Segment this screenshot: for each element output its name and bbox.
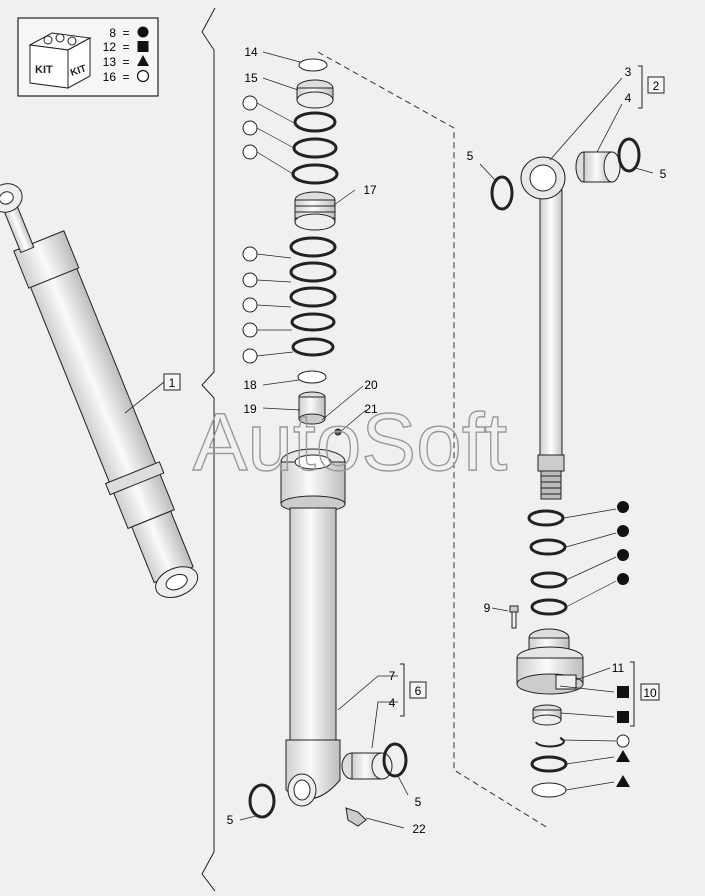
kit-label-left: KIT [35, 64, 53, 76]
callout-9: 9 [484, 601, 491, 615]
filled-circle-icon [617, 573, 629, 585]
kit13-filled-triangles [616, 750, 630, 787]
callout-1: 1 [169, 376, 176, 390]
cylinder-barrel [280, 428, 346, 807]
svg-text:=: = [122, 40, 129, 54]
callout-22: 22 [412, 822, 426, 836]
open-circle-icon [242, 322, 258, 338]
callout-18: 18 [243, 378, 257, 392]
legend-number-16: 16 [103, 70, 117, 84]
bottom-bushing [248, 742, 408, 827]
filled-triangle-icon [137, 55, 149, 66]
callout-3: 3 [625, 65, 632, 79]
open-circle-icon [242, 95, 258, 111]
svg-text:=: = [122, 26, 129, 40]
filled-circle-icon [617, 525, 629, 537]
callout-2: 2 [653, 79, 660, 93]
head-bushing [530, 704, 568, 798]
legend-number-13: 13 [103, 55, 117, 69]
bolt [509, 605, 519, 629]
kit-box-icon: KIT KIT [28, 32, 92, 89]
callout-10: 10 [643, 686, 657, 700]
callout-19: 19 [243, 402, 257, 416]
filled-square-icon [617, 686, 629, 698]
piston-rod [520, 156, 566, 500]
legend-number-8: 8 [109, 26, 116, 40]
svg-text:=: = [122, 70, 129, 84]
callout-15: 15 [244, 71, 258, 85]
filled-circle-icon [617, 501, 629, 513]
cylinder-head [516, 628, 584, 695]
callout-4-lower: 4 [389, 696, 396, 710]
callout-7: 7 [389, 669, 396, 683]
assembled-cylinder [0, 183, 199, 599]
head-seals [527, 509, 568, 616]
kit12-filled-squares [617, 686, 629, 723]
open-circle-icon [136, 69, 150, 83]
watermark: AutoSoft [193, 397, 508, 488]
open-circle-icon [242, 272, 258, 288]
kit16-open-circles [242, 95, 258, 364]
filled-triangle-icon [616, 750, 630, 762]
filled-square-icon [137, 41, 149, 52]
callout-5-top-left: 5 [467, 149, 474, 163]
callout-21: 21 [364, 402, 378, 416]
filled-square-icon [617, 711, 629, 723]
callout-6: 6 [415, 684, 422, 698]
open-circle-icon [242, 120, 258, 136]
open-circle-icon [242, 144, 258, 160]
open-circle-icon [242, 297, 258, 313]
rod-bushing [490, 137, 641, 211]
svg-text:=: = [122, 55, 129, 69]
filled-circle-icon [137, 26, 149, 38]
callout-5-bottom-right: 5 [415, 795, 422, 809]
callout-17: 17 [363, 183, 377, 197]
filled-circle-icon [617, 549, 629, 561]
legend-number-12: 12 [103, 40, 117, 54]
group-bracket [201, 7, 216, 892]
piston-parts [289, 58, 339, 425]
callout-5-bottom-left: 5 [227, 813, 234, 827]
open-circle-icon [242, 348, 258, 364]
kit8-filled-circles [617, 501, 629, 585]
callout-11: 11 [612, 661, 625, 675]
kit-legend: KIT KIT 8 = 12 = 13 = 16 = [17, 17, 159, 97]
assembly-dashed-line [317, 51, 549, 829]
callout-20: 20 [364, 378, 378, 392]
filled-triangle-icon [616, 775, 630, 787]
callout-14: 14 [244, 45, 258, 59]
kit-label-right: KIT [69, 63, 88, 78]
open-circle-icon [242, 246, 258, 262]
open-circle-icon [616, 734, 630, 748]
callout-5-top-right: 5 [660, 167, 667, 181]
callout-4-upper: 4 [625, 91, 632, 105]
